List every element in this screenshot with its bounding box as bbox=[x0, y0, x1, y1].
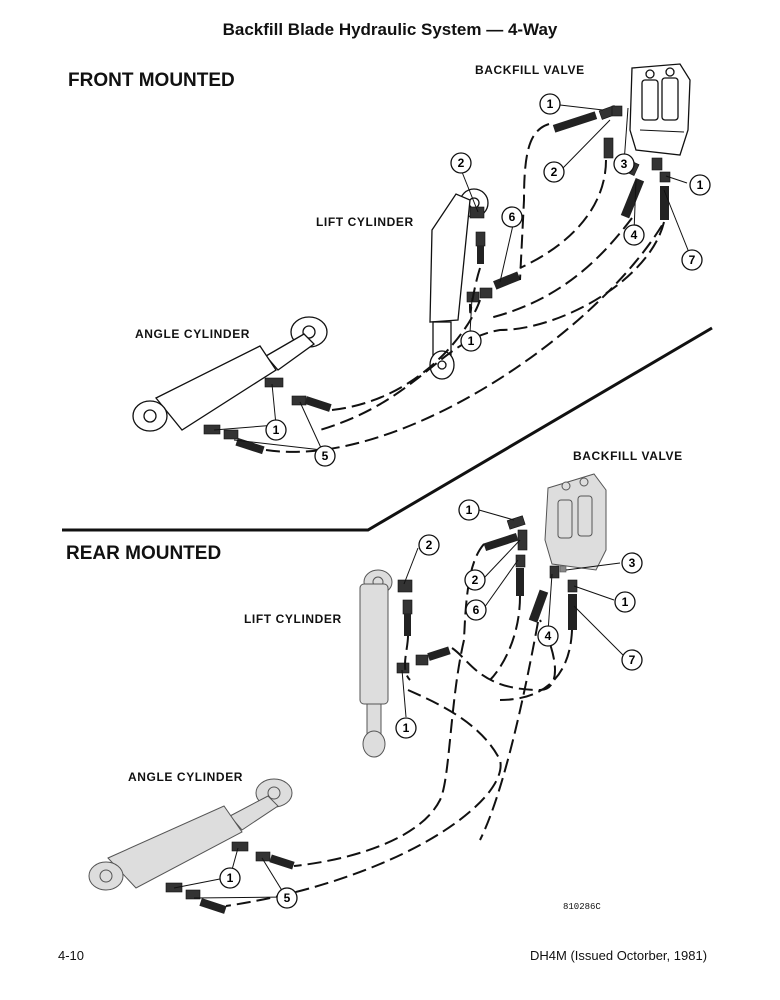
rear-mounted-heading: REAR MOUNTED bbox=[66, 543, 222, 564]
front-angle-cylinder bbox=[132, 316, 332, 455]
callout-1: 1 bbox=[219, 867, 241, 889]
rear-backfill-valve-label: BACKFILL VALVE bbox=[573, 449, 683, 463]
callout-5: 5 bbox=[314, 445, 336, 467]
front-hoses bbox=[265, 123, 665, 453]
svg-text:2: 2 bbox=[551, 165, 558, 179]
front-lift-cylinder bbox=[429, 188, 521, 380]
svg-text:1: 1 bbox=[468, 334, 475, 348]
callout-4: 4 bbox=[537, 625, 559, 647]
front-leader-lines bbox=[213, 104, 691, 451]
svg-text:1: 1 bbox=[466, 503, 473, 517]
front-valve-fittings bbox=[552, 105, 671, 220]
callout-1: 1 bbox=[395, 717, 417, 739]
svg-text:7: 7 bbox=[689, 253, 696, 267]
rear-angle-cylinder bbox=[88, 778, 295, 914]
svg-text:1: 1 bbox=[273, 423, 280, 437]
front-angle-cylinder-label: ANGLE CYLINDER bbox=[135, 327, 251, 341]
callout-1: 1 bbox=[539, 93, 561, 115]
callout-7: 7 bbox=[621, 649, 643, 671]
callout-1: 1 bbox=[265, 419, 287, 441]
callout-4: 4 bbox=[623, 224, 645, 246]
rear-angle-cylinder-label: ANGLE CYLINDER bbox=[128, 770, 244, 784]
svg-text:1: 1 bbox=[547, 97, 554, 111]
svg-text:1: 1 bbox=[403, 721, 410, 735]
callout-1: 1 bbox=[689, 174, 711, 196]
svg-text:7: 7 bbox=[629, 653, 636, 667]
svg-text:1: 1 bbox=[227, 871, 234, 885]
callout-7: 7 bbox=[681, 249, 703, 271]
front-mounted-heading: FRONT MOUNTED bbox=[68, 70, 235, 91]
svg-text:4: 4 bbox=[631, 228, 638, 242]
svg-text:5: 5 bbox=[322, 449, 329, 463]
svg-text:5: 5 bbox=[284, 891, 291, 905]
front-backfill-valve bbox=[629, 63, 691, 156]
section-divider bbox=[62, 326, 713, 532]
svg-text:2: 2 bbox=[458, 156, 465, 170]
callouts: 1 2 3 2 6 1 4 7 1 1 5 1 2 2 6 3 1 4 7 1 … bbox=[219, 93, 711, 909]
svg-text:4: 4 bbox=[545, 629, 552, 643]
svg-text:6: 6 bbox=[473, 603, 480, 617]
callout-1: 1 bbox=[458, 499, 480, 521]
document-reference: DH4M (Issued Octorber, 1981) bbox=[530, 948, 708, 963]
rear-leader-lines bbox=[173, 509, 625, 899]
callout-2: 2 bbox=[543, 161, 565, 183]
callout-3: 3 bbox=[613, 153, 635, 175]
callout-1: 1 bbox=[460, 330, 482, 352]
svg-text:2: 2 bbox=[426, 538, 433, 552]
callout-2: 2 bbox=[464, 569, 486, 591]
svg-text:3: 3 bbox=[621, 157, 628, 171]
svg-text:2: 2 bbox=[472, 573, 479, 587]
callout-3: 3 bbox=[621, 552, 643, 574]
rear-lift-cylinder-label: LIFT CYLINDER bbox=[244, 612, 342, 626]
callout-6: 6 bbox=[501, 206, 523, 228]
callout-6: 6 bbox=[465, 599, 487, 621]
rear-hoses bbox=[225, 543, 573, 907]
callout-2: 2 bbox=[418, 534, 440, 556]
svg-text:1: 1 bbox=[697, 178, 704, 192]
svg-text:6: 6 bbox=[509, 210, 516, 224]
front-backfill-valve-label: BACKFILL VALVE bbox=[475, 63, 585, 77]
svg-text:1: 1 bbox=[622, 595, 629, 609]
svg-text:3: 3 bbox=[629, 556, 636, 570]
rear-valve-fittings bbox=[483, 515, 578, 630]
rear-lift-cylinder bbox=[359, 569, 451, 758]
callout-2: 2 bbox=[450, 152, 472, 174]
callout-1: 1 bbox=[614, 591, 636, 613]
front-lift-cylinder-label: LIFT CYLINDER bbox=[316, 215, 414, 229]
page-title: Backfill Blade Hydraulic System — 4-Way bbox=[222, 20, 558, 39]
callout-5: 5 bbox=[276, 887, 298, 909]
rear-backfill-valve bbox=[544, 473, 607, 571]
page-number: 4-10 bbox=[58, 948, 85, 963]
drawing-code: 810286C bbox=[563, 902, 601, 912]
